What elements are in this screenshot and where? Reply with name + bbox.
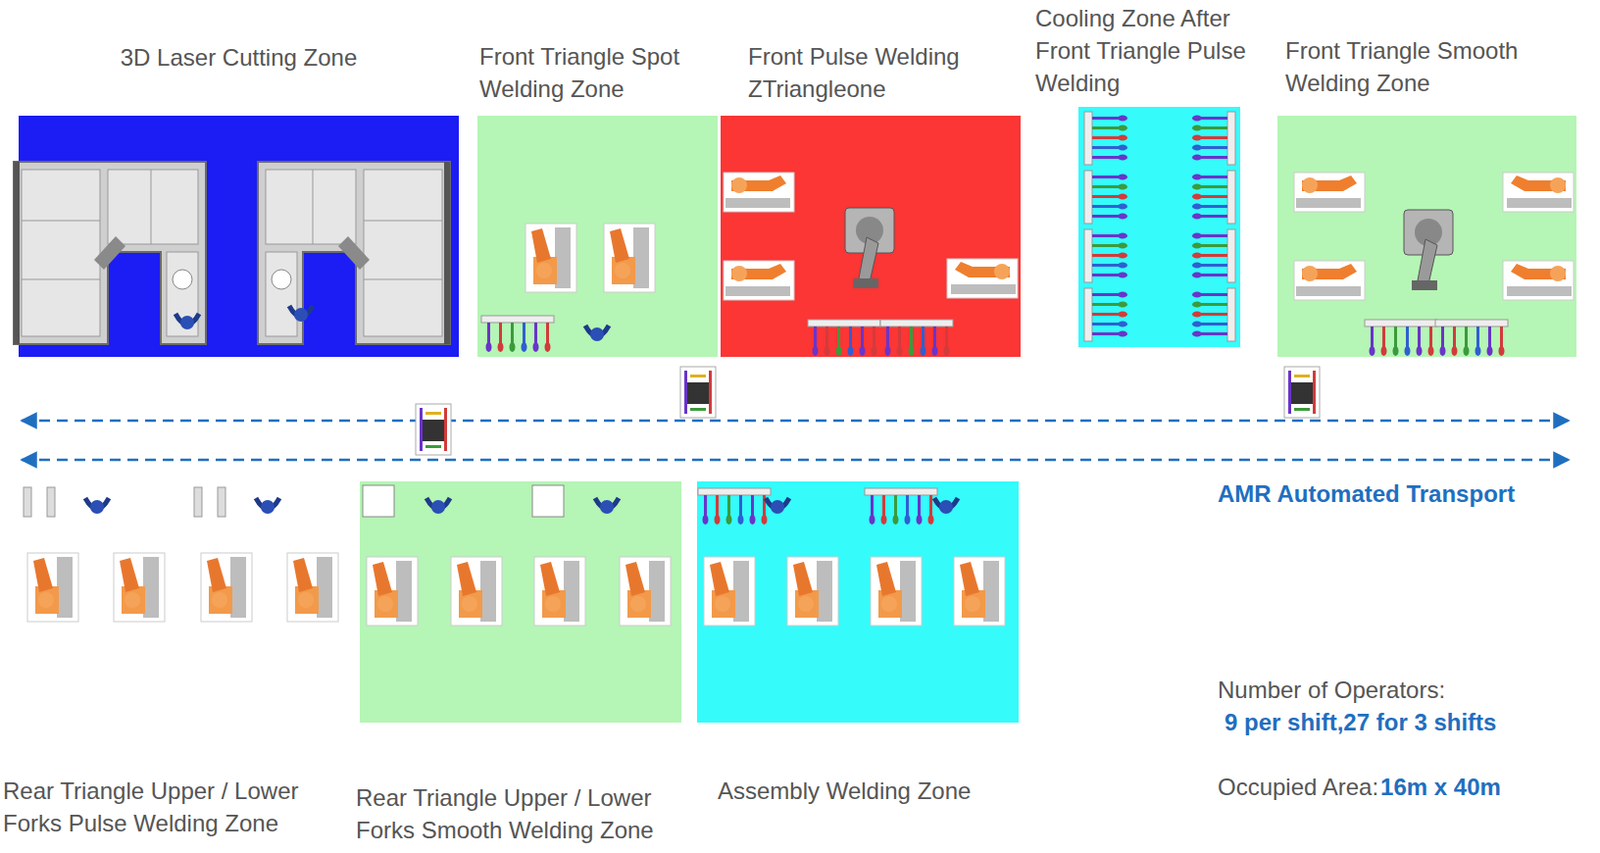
zone-heading: 3D Laser Cutting Zone <box>18 41 459 74</box>
fixture-rack <box>864 488 938 525</box>
art-part <box>1192 288 1236 342</box>
operator <box>426 498 450 514</box>
robot-station <box>1294 172 1365 212</box>
zone-heading-box: Front Triangle Spot Welding Zone <box>479 40 725 105</box>
robot-station <box>113 552 165 622</box>
zone-heading: Rear Triangle Upper / Lower Forks Smooth… <box>355 781 700 847</box>
art-part <box>1192 170 1236 224</box>
amr-track <box>21 458 1569 462</box>
art-part <box>947 258 1018 299</box>
fixture-stand <box>217 487 226 517</box>
note-text: AMR Automated Transport <box>1217 477 1515 510</box>
art-part <box>1192 111 1236 165</box>
zone-area: Rear Triangle Upper / Lower Forks Smooth… <box>359 481 682 723</box>
robot-station <box>525 223 577 293</box>
robot-station <box>1294 260 1365 300</box>
fixture-rack <box>880 319 953 356</box>
zone-heading: Assembly Welding Zone <box>717 774 1042 807</box>
fixture-stand <box>47 487 55 517</box>
zone-heading: Rear Triangle Upper / Lower Forks Pulse … <box>2 774 347 840</box>
robot-station <box>27 552 79 622</box>
robot-station <box>953 556 1005 626</box>
zone-heading: Cooling Zone After Front Triangle Pulse … <box>1035 1 1271 100</box>
fixture-rack <box>1435 319 1508 356</box>
cooling-rack <box>1192 111 1236 342</box>
operator <box>765 498 790 514</box>
zone-heading-box: Front Pulse Welding ZTriangleone <box>748 40 994 105</box>
fixture-rack <box>807 319 881 356</box>
note-text: 16m x 40m <box>1380 770 1501 803</box>
zone-area: Front Pulse Welding ZTriangleone <box>720 115 1021 357</box>
art-part <box>257 161 450 345</box>
fixture-stand <box>532 485 564 517</box>
zone-area: Assembly Welding Zone <box>697 481 1019 723</box>
cooling-rack <box>1084 229 1128 283</box>
robot-station <box>534 556 586 626</box>
robot-station <box>366 556 418 626</box>
operator <box>175 313 200 330</box>
operator <box>85 498 109 514</box>
robot-station <box>947 258 1018 299</box>
zone-heading-box: Assembly Welding Zone <box>717 774 1042 807</box>
robot-station <box>723 260 795 300</box>
cooling-rack <box>1084 288 1128 342</box>
zone-area: Front Triangle Spot Welding Zone <box>477 115 718 357</box>
note-box: 9 per shift,27 for 3 shifts <box>1224 705 1497 739</box>
fixture-stand <box>23 487 32 517</box>
robot-station <box>287 552 339 622</box>
robot-station <box>1502 172 1574 300</box>
robot-station <box>450 556 502 626</box>
art-part <box>1192 229 1236 283</box>
zone-area: 3D Laser Cutting Zone <box>18 115 459 357</box>
robot-station <box>703 556 755 626</box>
zone-heading: Front Triangle Spot Welding Zone <box>479 40 725 105</box>
note-box: AMR Automated Transport <box>1217 477 1515 510</box>
laser-cutter <box>257 161 450 345</box>
zone-heading-box: Front Triangle Smooth Welding Zone <box>1285 34 1570 100</box>
cooling-rack <box>1084 111 1128 165</box>
art-part <box>1502 260 1574 300</box>
note-text: 9 per shift,27 for 3 shifts <box>1224 705 1497 739</box>
laser-cutter <box>13 161 206 345</box>
amr-cart <box>415 403 451 455</box>
note-box: Number of Operators: <box>1217 673 1446 706</box>
note-box: Occupied Area: <box>1217 770 1379 803</box>
zone-area: Front Triangle Smooth Welding Zone <box>1277 115 1577 357</box>
fixture-rack <box>481 315 554 352</box>
zone-heading: Front Pulse Welding ZTriangleone <box>748 40 994 105</box>
operator <box>934 498 958 514</box>
zone-heading-box: 3D Laser Cutting Zone <box>18 41 459 74</box>
robot-station <box>787 556 839 626</box>
fixture-rack <box>698 488 771 525</box>
fixture-stand <box>194 487 202 517</box>
zone-heading-box: Rear Triangle Upper / Lower Forks Pulse … <box>2 774 347 840</box>
zone-area: Cooling Zone After Front Triangle Pulse … <box>1078 106 1241 348</box>
robot-station <box>200 552 252 622</box>
zone-heading-box: Cooling Zone After Front Triangle Pulse … <box>1035 1 1271 100</box>
art-part <box>1502 172 1574 212</box>
robot-station <box>619 556 671 626</box>
amr-track <box>21 419 1569 423</box>
robot-station <box>723 172 795 212</box>
fixture-rack <box>1364 319 1438 356</box>
zone-area: Rear Triangle Upper / Lower Forks Pulse … <box>0 479 342 723</box>
amr-cart <box>680 366 716 418</box>
operator <box>255 498 280 514</box>
welding-robot <box>1403 209 1453 291</box>
operator <box>289 305 313 322</box>
robot-station <box>870 556 922 626</box>
zone-heading-box: Rear Triangle Upper / Lower Forks Smooth… <box>355 781 700 847</box>
note-text: Number of Operators: <box>1217 673 1446 706</box>
note-text: Occupied Area: <box>1217 770 1379 803</box>
note-box: 16m x 40m <box>1380 770 1501 803</box>
amr-cart <box>1284 366 1320 418</box>
robot-station <box>603 223 655 293</box>
zone-heading: Front Triangle Smooth Welding Zone <box>1285 34 1570 100</box>
cooling-rack <box>1084 170 1128 224</box>
fixture-stand <box>362 485 395 517</box>
operator <box>585 325 609 342</box>
operator <box>595 498 619 514</box>
welding-robot <box>845 207 895 289</box>
